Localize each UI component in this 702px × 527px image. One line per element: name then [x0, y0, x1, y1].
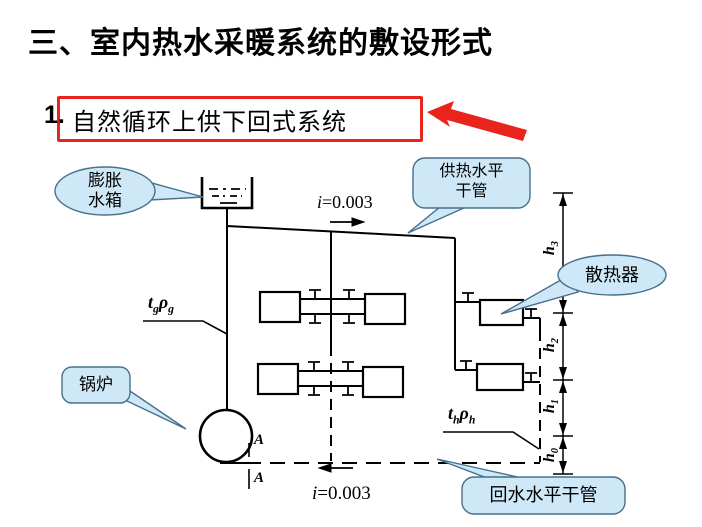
expansion-tank-label: 膨胀 水箱 — [88, 171, 122, 210]
expansion-tank-callout-pointer — [147, 181, 204, 201]
slope-label-top: i=0.003 — [317, 192, 373, 212]
expansion-tank-callout — [54, 166, 156, 216]
flow-arrow-return — [317, 463, 353, 473]
callout-bubbles — [54, 157, 667, 515]
section-mark-bottom: A — [254, 470, 265, 486]
return-main-label: 回水水平干管 — [489, 485, 598, 505]
dimension-arrowheads — [559, 194, 567, 473]
radiator-label: 散热器 — [585, 265, 639, 285]
dimension-h2: h2 — [540, 338, 562, 353]
supply-main-callout-pointer — [407, 206, 467, 234]
supply-temp-label: tgρg — [148, 292, 174, 316]
dimension-h0: h0 — [540, 448, 562, 463]
highlight-red-box — [57, 96, 423, 142]
return-main-callout — [461, 476, 626, 515]
valve-symbols — [308, 289, 537, 396]
boiler-symbol — [198, 408, 254, 464]
supply-main-callout — [412, 157, 531, 209]
boiler-label: 锅炉 — [79, 375, 113, 394]
subtitle-number: 1. — [44, 101, 65, 129]
flow-arrow-supply — [330, 217, 366, 227]
dimension-h3: h3 — [540, 241, 562, 256]
expansion-tank-symbol — [200, 177, 254, 210]
section-mark-top: A — [254, 432, 265, 448]
radiator-symbols — [256, 290, 525, 399]
return-pipes — [246, 330, 541, 464]
supply-pipes — [220, 208, 541, 464]
supply-main-label: 供热水平 干管 — [439, 163, 504, 200]
boiler-callout-pointer — [122, 385, 187, 430]
leader-lines — [143, 320, 540, 450]
radiator-callout — [557, 254, 667, 296]
return-temp-label: thρh — [448, 403, 476, 427]
subtitle-text: 自然循环上供下回式系统 — [72, 110, 347, 136]
slope-label-bottom: i=0.003 — [312, 483, 371, 504]
page-title: 三、室内热水采暖系统的敷设形式 — [28, 27, 493, 60]
boiler-callout — [61, 366, 131, 404]
dimension-h1: h1 — [540, 399, 562, 414]
red-emphasis-arrow — [427, 101, 527, 141]
return-main-callout-pointer — [436, 458, 523, 479]
